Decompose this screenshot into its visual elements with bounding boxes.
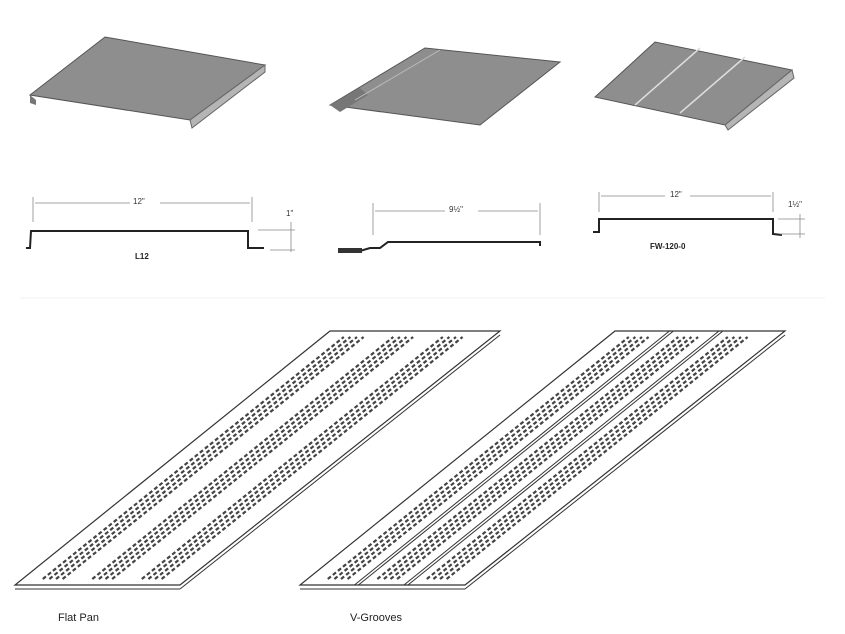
middle-width-dim: 9½" [449,205,463,214]
flat-pan-label: Flat Pan [58,612,99,624]
perforation-row [42,336,345,580]
panel-3d-middle [328,47,562,126]
perforation-row [104,336,408,580]
perforation-row [333,336,637,580]
perforation-row [396,336,699,580]
perforation-row [439,336,742,580]
l12-width-dim: 12" [133,197,145,206]
panel-3d-fw120 [593,41,795,131]
perforation-row [55,336,358,580]
dimension-lines-l12 [32,197,295,252]
perforation-row [147,336,451,580]
perforation-row [426,336,729,580]
profile-fw120 [593,192,805,238]
fw120-width-dim: 12" [670,190,682,199]
perforation-row [340,336,643,580]
perforation-row [432,336,736,580]
v-grooves-label: V-Grooves [350,612,402,624]
perforation-row [327,336,630,580]
l12-height-dim: 1" [286,209,294,218]
perforation-row [389,336,693,580]
perforation-row [91,336,394,580]
perforation-row [154,336,457,580]
perforation-row [111,336,414,580]
perforation-row [48,336,352,580]
perforation-row [61,336,365,580]
perforation-row [160,336,464,580]
perforation-row [445,336,749,580]
perforated-panel-flat-pan [13,330,502,590]
perforation-row [376,336,679,580]
profile-l12 [26,230,264,249]
fw120-label: FW-120-0 [650,242,686,251]
panel-3d-l12 [28,36,267,129]
perforated-panel-v-grooves [298,330,787,590]
profile-middle [338,203,541,253]
perforation-row [346,336,650,580]
fw120-height-dim: 1½" [788,200,802,209]
perforation-row [141,336,444,580]
l12-label: L12 [135,252,149,261]
perforation-row [383,336,686,580]
perforation-row [98,336,401,580]
